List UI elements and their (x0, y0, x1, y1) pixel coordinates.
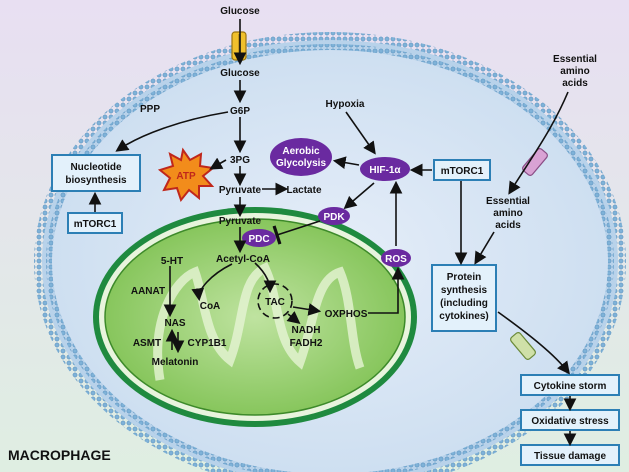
label-protein-3: (including (440, 298, 488, 309)
label-aanat: AANAT (131, 286, 165, 297)
arrow-g6p-nucleotide (115, 111, 229, 152)
label-eaa-out-1: Essential (553, 54, 597, 65)
pdc-oval (242, 229, 276, 247)
label-nas: NAS (164, 318, 185, 329)
label-lactate: Lactate (286, 185, 321, 196)
arrow-acetylcoa-tac (254, 262, 277, 294)
label-melatonin: Melatonin (152, 357, 199, 368)
label-pdk: PDK (323, 212, 345, 223)
label-oxphos: OXPHOS (325, 309, 368, 320)
label-mtorc1-right: mTORC1 (441, 166, 484, 177)
arrow-hif-pdk (343, 182, 375, 210)
label-aerobic: Aerobic (282, 146, 320, 157)
label-eaa-in-1: Essential (486, 196, 530, 207)
amino-acid-transporter-icon (522, 148, 548, 176)
arrow-3pg-atp (209, 157, 227, 170)
protein-synthesis-box (431, 264, 497, 332)
label-eaa-in-2: amino (493, 208, 522, 219)
label-nadh: NADH (292, 325, 321, 336)
label-pdc: PDC (248, 234, 269, 245)
ros-oval (381, 249, 411, 267)
hif-oval (360, 157, 410, 181)
label-atp: ATP (176, 171, 196, 182)
label-mtorc1-left: mTORC1 (74, 219, 117, 230)
label-biosynthesis: biosynthesis (65, 175, 127, 186)
label-nucleotide: Nucleotide (70, 162, 122, 173)
label-eaa-out-3: acids (562, 78, 588, 89)
label-coa: CoA (200, 301, 221, 312)
label-protein-4: cytokines) (439, 311, 488, 322)
cytokine-storm-box (520, 374, 620, 396)
label-eaa-out-2: amino (560, 66, 589, 77)
label-asmt: ASMT (133, 338, 161, 349)
label-g6p: G6P (230, 106, 250, 117)
label-cyp1b1: CYP1B1 (188, 338, 227, 349)
label-acetylcoa: Acetyl-CoA (216, 254, 270, 265)
mtorc1-right-box (433, 159, 491, 181)
label-mito-pyruvate: Pyruvate (219, 216, 262, 227)
label-glucose: Glucose (220, 68, 260, 79)
arrow-tac-nadh (286, 311, 301, 324)
label-glycolysis: Glycolysis (276, 158, 326, 169)
tac-cycle-icon (257, 283, 293, 319)
arrow-acetylcoa-coa (191, 263, 233, 302)
arrow-hypoxia-hif (345, 111, 376, 155)
label-glucose-outside: Glucose (220, 6, 260, 17)
cristae (153, 261, 365, 381)
cytokine-channel-icon (510, 332, 536, 360)
label-protein-2: synthesis (441, 285, 488, 296)
arrow-tac-oxphos (292, 303, 322, 316)
label-eaa-in-3: acids (495, 220, 521, 231)
mitochondrion-matrix (104, 218, 406, 416)
label-3pg: 3PG (230, 155, 250, 166)
mtorc1-left-box (67, 212, 123, 234)
label-cytokine-storm: Cytokine storm (534, 381, 607, 392)
label-pyruvate: Pyruvate (219, 185, 262, 196)
nucleotide-box (51, 154, 141, 192)
arrow-protein-cytokine (497, 311, 570, 375)
label-ppp: PPP (140, 104, 160, 115)
label-protein-1: Protein (447, 272, 481, 283)
label-fadh2: FADH2 (290, 338, 323, 349)
label-tissue-damage: Tissue damage (534, 451, 607, 462)
aerobic-glycolysis-oval (270, 138, 332, 176)
atp-burst-icon (157, 147, 216, 203)
label-hif: HIF-1α (369, 165, 401, 176)
arrow-eaa-protein (474, 231, 495, 265)
diagram-title: MACROPHAGE (8, 447, 111, 463)
pdk-oval (318, 207, 350, 225)
label-hypoxia: Hypoxia (326, 99, 365, 110)
arrow-eaa-transport (508, 91, 569, 195)
label-ros: ROS (385, 254, 407, 265)
arrow-oxphos-ros (368, 266, 405, 314)
label-5ht: 5-HT (161, 256, 183, 267)
inhibit-pdk-pdc (272, 220, 321, 245)
label-oxidative-stress: Oxidative stress (531, 416, 609, 427)
arrows (88, 19, 577, 447)
label-tac: TAC (265, 297, 285, 308)
arrow-hif-glycolysis (332, 156, 360, 169)
labels: Glucose Glucose G6P PPP 3PG Pyruvate Lac… (8, 6, 609, 463)
